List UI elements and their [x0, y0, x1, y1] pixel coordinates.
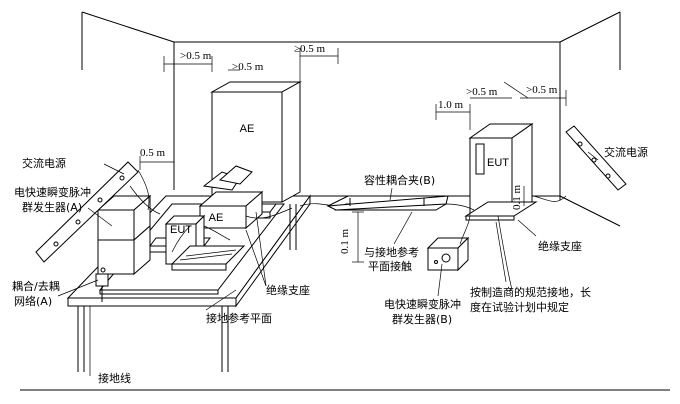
- label-eft-generator-b-line2: 群发生器(B): [392, 312, 452, 326]
- keyboard-block: [170, 245, 246, 271]
- label-ac-power-right: 交流电源: [604, 145, 648, 159]
- label-contact-ground-plane-line1: 与接地参考: [364, 245, 419, 259]
- label-ground-spec-line2: 度在试验计划中规定: [470, 300, 569, 314]
- label-eft-generator-a-line1: 电快速瞬变脉冲: [14, 185, 91, 199]
- dim-05-left: 0.5 m: [140, 147, 166, 159]
- label-ground-reference-plane: 接地参考平面: [206, 311, 272, 325]
- label-capacitive-clamp-b: 容性耦合夹(B): [364, 173, 435, 187]
- dimension-lines: [139, 48, 567, 263]
- ae-table-unit: AE: [198, 165, 264, 230]
- leader-lines: [57, 151, 599, 311]
- dim-10: 1.0 m: [438, 99, 464, 111]
- dim-gt05-c: >0.5 m: [466, 86, 498, 98]
- label-ground-wire: 接地线: [98, 371, 131, 385]
- eut-right-label: EUT: [487, 157, 509, 169]
- ae-cabinet-label: AE: [240, 123, 255, 135]
- label-eft-generator-b-line1: 电快速瞬变脉冲: [384, 297, 461, 311]
- label-contact-ground-plane-line2: 平面接触: [368, 259, 412, 273]
- label-cdn-a-line2: 网络(A): [14, 294, 52, 308]
- label-ac-power-left: 交流电源: [22, 156, 66, 170]
- eft-generator-a: [96, 194, 152, 276]
- label-eft-generator-a-line2: 群发生器(A): [22, 200, 82, 214]
- ae-table-label: AE: [209, 212, 224, 224]
- dim-01-clamp: 0.1 m: [339, 229, 351, 255]
- room-outline: [81, 11, 621, 227]
- ac-power-left: [35, 161, 139, 263]
- eft-generator-b: [426, 236, 470, 272]
- capacitive-clamp-b: [326, 195, 449, 211]
- cables-right: [445, 195, 567, 291]
- label-cdn-a-line1: 耦合/去耦: [12, 279, 60, 293]
- label-ground-spec-line1: 按制造商的规范接地，长: [470, 285, 591, 299]
- eut-right: EUT: [464, 123, 538, 221]
- label-insulating-support-right: 绝缘支座: [538, 239, 582, 253]
- dim-gt05-d: >0.5 m: [526, 84, 558, 96]
- dim-01-eut: 0.1 m: [511, 185, 523, 211]
- label-insulating-support-mid: 绝缘支座: [266, 283, 310, 297]
- eut-left-label: EUT: [170, 224, 192, 236]
- dim-gt05-b: >0.5 m: [232, 61, 264, 73]
- dim-ge05: ≥0.5 m: [294, 43, 326, 55]
- cdn-a: [95, 273, 109, 302]
- dim-gt05-a: >0.5 m: [180, 50, 212, 62]
